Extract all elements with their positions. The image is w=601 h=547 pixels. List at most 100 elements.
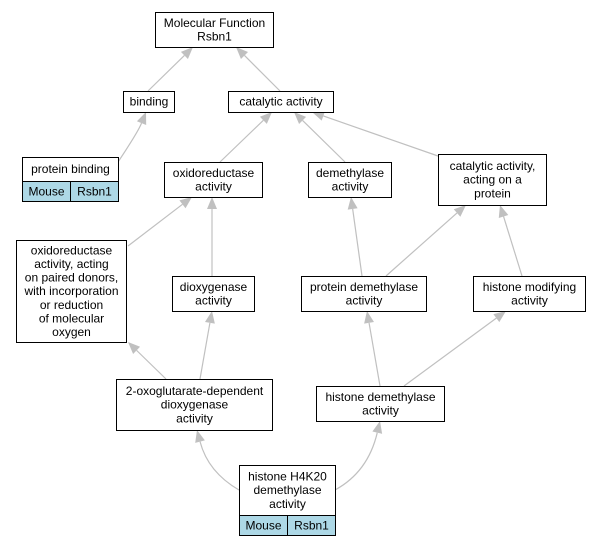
arrowhead-dioxy-to-oxido [207, 197, 217, 209]
edge-protbind-to-binding [117, 122, 143, 163]
edge-oxidopaired-to-oxido [127, 203, 183, 247]
node-h4k20-label-line: histone H4K20 [248, 470, 327, 484]
node-catalytic[interactable]: catalytic activity [228, 91, 334, 113]
node-catprot-label-line: acting on a [463, 173, 522, 187]
node-oxido-label-line: oxidoreductase [173, 166, 255, 180]
edge-protdemeth-to-demeth [352, 208, 363, 277]
edge-oxoglu-to-dioxy [199, 322, 211, 380]
node-catalytic-label-line: catalytic activity [239, 95, 322, 109]
edge-histmod-to-catprot [502, 216, 523, 277]
node-oxidopaired-box [16, 240, 127, 343]
arrowhead-protbind-to-binding [136, 112, 147, 125]
arrowhead-oxido-to-catalytic [259, 112, 272, 124]
node-h4k20-label-line: demethylase [253, 483, 321, 497]
edge-h4k20-to-oxoglu [199, 441, 240, 491]
edge-protdemeth-to-catprot [385, 212, 458, 277]
arrowhead-demeth-to-catalytic [294, 112, 307, 124]
node-catprot-label-line: catalytic activity, [450, 159, 536, 173]
node-h4k20-label-line: activity [269, 497, 306, 511]
node-histdemeth-box [316, 386, 445, 422]
edge-oxoglu-to-oxidopaired [136, 349, 167, 380]
node-oxidopaired-label-line: with incorporation [23, 284, 118, 298]
node-root-label-line: Rsbn1 [197, 30, 232, 44]
node-catprot-box [438, 154, 547, 206]
node-demeth-box [308, 162, 392, 198]
arrowhead-binding-to-root [180, 47, 193, 59]
arrowhead-oxoglu-to-dioxy [204, 311, 215, 324]
edge-oxido-to-catalytic [219, 119, 264, 163]
node-oxoglu-label-line: 2-oxoglutarate-dependent [126, 384, 264, 398]
node-root-label-line: Molecular Function [164, 16, 265, 30]
node-histmod-label-line: histone modifying [483, 280, 576, 294]
node-oxidopaired-label-line: oxygen [52, 325, 91, 339]
node-oxidopaired-label-line: oxidoreductase [31, 243, 113, 257]
arrowhead-h4k20-to-histdemeth [372, 421, 383, 434]
node-demeth-label-line: demethylase [316, 166, 384, 180]
node-h4k20-gene-label: Rsbn1 [294, 519, 329, 533]
node-protbind-gene-cell[interactable] [70, 181, 119, 202]
node-catalytic-box [228, 91, 334, 113]
edge-demeth-to-catalytic [302, 119, 346, 163]
node-oxoglu-box [116, 379, 273, 431]
node-dioxy-box [172, 276, 255, 312]
arrowhead-histdemeth-to-protdemeth [364, 311, 374, 324]
node-h4k20-species-label: Mouse [245, 519, 281, 533]
node-oxido-label-line: activity [195, 180, 232, 194]
node-protdemeth-label-line: activity [346, 294, 383, 308]
arrowhead-protdemeth-to-catprot [453, 205, 466, 217]
node-oxidopaired-label-line: of molecular [39, 311, 104, 325]
node-protbind-species-label: Mouse [28, 185, 64, 199]
node-protbind-label-line: protein binding [31, 162, 110, 176]
node-oxoglu[interactable]: 2-oxoglutarate-dependentdioxygenaseactiv… [116, 379, 273, 431]
node-protbind-gene-label: Rsbn1 [77, 185, 112, 199]
node-catprot-label-line: protein [474, 186, 511, 200]
arrowhead-histdemeth-to-histmod [493, 311, 506, 323]
node-protdemeth-box [301, 276, 427, 312]
node-binding-box [123, 91, 175, 113]
arrowhead-histmod-to-catprot [498, 205, 509, 218]
node-protdemeth-label-line: protein demethylase [310, 280, 418, 294]
arrowhead-h4k20-to-oxoglu [195, 430, 205, 443]
node-oxoglu-label-line: dioxygenase [161, 398, 229, 412]
node-oxidopaired-label-line: or reduction [40, 298, 103, 312]
edge-histdemeth-to-protdemeth [368, 322, 381, 387]
node-oxido-box [164, 162, 263, 198]
arrowhead-oxidopaired-to-oxido [179, 197, 192, 209]
edge-histdemeth-to-histmod [403, 317, 497, 387]
node-histmod-box [473, 276, 586, 312]
node-oxidopaired-label-line: activity, acting [34, 257, 108, 271]
node-h4k20-gene-cell[interactable] [287, 515, 336, 536]
edges [117, 47, 523, 491]
arrowhead-catalytic-to-root [236, 47, 249, 60]
edge-binding-to-root [147, 54, 185, 92]
node-root-box [155, 12, 274, 48]
arrowhead-oxoglu-to-oxidopaired [128, 342, 141, 354]
node-binding-label-line: binding [130, 95, 169, 109]
node-oxoglu-label-line: activity [176, 411, 213, 425]
edge-h4k20-to-histdemeth [334, 432, 378, 491]
node-binding[interactable]: binding [123, 91, 175, 113]
node-dioxy-label-line: dioxygenase [180, 280, 248, 294]
edge-catalytic-to-root [244, 55, 281, 92]
node-histdemeth-label-line: activity [362, 404, 399, 418]
edge-catprot-to-catalytic [323, 115, 439, 157]
node-oxidopaired-label-line: on paired donors, [25, 271, 118, 285]
node-histdemeth-label-line: histone demethylase [325, 390, 435, 404]
arrowhead-catprot-to-catalytic [312, 111, 325, 121]
arrowhead-protdemeth-to-demeth [347, 197, 358, 210]
node-histmod-label-line: activity [511, 294, 548, 308]
node-dioxy-label-line: activity [195, 294, 232, 308]
